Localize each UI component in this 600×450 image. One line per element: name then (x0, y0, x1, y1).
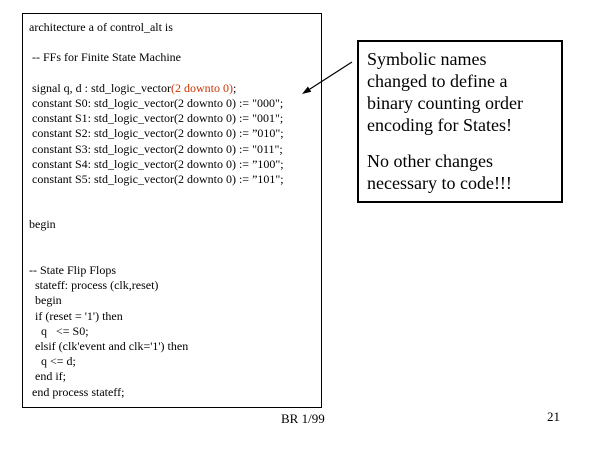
code-line (29, 35, 319, 50)
code-line: constant S2: std_logic_vector(2 downto 0… (29, 126, 284, 141)
page-number: 21 (547, 409, 560, 424)
code-line (29, 66, 319, 81)
code-box: architecture a of control_alt is -- FFs … (22, 13, 322, 408)
code-line: stateff: process (clk,reset) (29, 278, 159, 293)
code-line: q <= S0; (29, 323, 89, 338)
annotation-line: encoding for States! (367, 115, 512, 135)
code-lines: architecture a of control_alt is -- FFs … (29, 20, 319, 400)
code-line: constant S3: std_logic_vector(2 downto 0… (29, 141, 283, 156)
code-line: signal q, d : std_logic_vector(2 downto … (29, 80, 237, 95)
annotation-arrow-icon (302, 61, 353, 94)
code-line: end process stateff; (29, 384, 125, 399)
code-line: constant S5: std_logic_vector(2 downto 0… (29, 171, 284, 186)
code-line: end if; (29, 369, 66, 384)
code-line (29, 248, 319, 263)
code-line: constant S0: std_logic_vector(2 downto 0… (29, 95, 284, 110)
code-line: constant S1: std_logic_vector(2 downto 0… (29, 111, 284, 126)
code-line (29, 202, 319, 217)
highlighted-code: (2 downto 0) (170, 80, 233, 95)
annotation-line: necessary to code!!! (367, 173, 512, 193)
code-line: elsif (clk'event and clk='1') then (29, 338, 189, 353)
code-line: architecture a of control_alt is (29, 20, 173, 34)
code-line: begin (29, 217, 56, 232)
annotation-line: binary counting order (367, 93, 523, 113)
footer-credit: BR 1/99 (281, 411, 325, 426)
code-line: -- State Flip Flops (29, 263, 117, 277)
code-line: if (reset = '1') then (29, 308, 123, 323)
code-line: begin (29, 293, 62, 308)
annotation-line: No other changes (367, 151, 493, 171)
code-line: q <= d; (29, 354, 76, 369)
code-line (29, 233, 319, 248)
code-line: -- FFs for Finite State Machine (29, 50, 181, 65)
annotation-line: changed to define a (367, 71, 508, 91)
annotation-line: Symbolic names (367, 49, 487, 69)
code-line: constant S4: std_logic_vector(2 downto 0… (29, 156, 284, 171)
code-line (29, 187, 319, 202)
